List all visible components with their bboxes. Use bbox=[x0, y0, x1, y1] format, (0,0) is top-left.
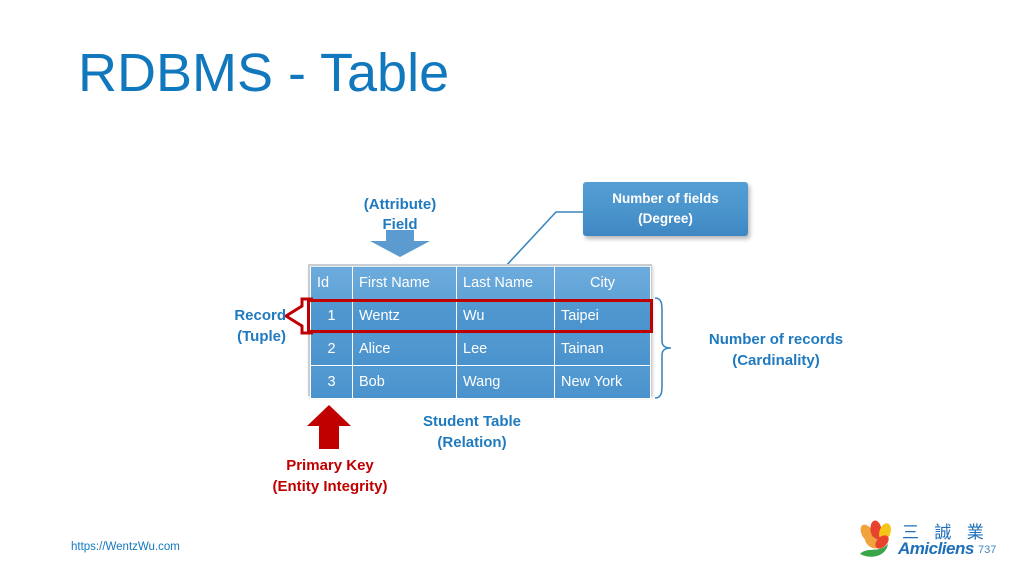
relation-label-line1: Student Table bbox=[422, 413, 522, 430]
cell-last-name: Lee bbox=[456, 332, 555, 366]
attribute-label-line2: Field bbox=[382, 216, 418, 234]
page-title: RDBMS - Table bbox=[78, 43, 450, 103]
column-header-city: City bbox=[554, 266, 651, 300]
column-header-first-name: First Name bbox=[352, 266, 457, 300]
cell-first-name: Wentz bbox=[352, 299, 457, 333]
arrow-down-icon bbox=[370, 230, 430, 257]
record-label-line1: Record bbox=[234, 307, 286, 324]
record-label-line2: (Tuple) bbox=[237, 328, 286, 345]
cell-city: New York bbox=[554, 365, 651, 399]
student-table: Id First Name Last Name City 1 Wentz Wu … bbox=[308, 264, 652, 399]
cell-id: 2 bbox=[310, 332, 353, 366]
table-header-row: Id First Name Last Name City bbox=[310, 266, 651, 300]
flower-logo-icon bbox=[860, 520, 891, 557]
attribute-field-label: (Attribute) Field bbox=[330, 195, 470, 236]
column-header-id: Id bbox=[310, 266, 353, 300]
footer-url-link[interactable]: https://WentzWu.com bbox=[71, 541, 180, 553]
degree-callout-line1: Number of fields bbox=[612, 191, 719, 207]
page-number: 737 bbox=[978, 544, 997, 556]
primary-key-line1: Primary Key bbox=[286, 457, 374, 474]
primary-key-line2: (Entity Integrity) bbox=[272, 478, 388, 495]
degree-connector-line bbox=[503, 211, 594, 269]
cell-first-name: Bob bbox=[352, 365, 457, 399]
cell-last-name: Wu bbox=[456, 299, 555, 333]
cell-city: Tainan bbox=[554, 332, 651, 366]
degree-callout-box[interactable]: Number of fields (Degree) bbox=[583, 182, 748, 236]
relation-label: Student Table (Relation) bbox=[380, 411, 564, 453]
column-header-last-name: Last Name bbox=[456, 266, 555, 300]
arrow-up-icon bbox=[307, 405, 351, 449]
attribute-label-line1: (Attribute) bbox=[363, 196, 437, 213]
table-row: 2 Alice Lee Tainan bbox=[310, 332, 651, 366]
cardinality-brace-icon bbox=[654, 297, 672, 399]
relation-label-line2: (Relation) bbox=[437, 434, 507, 451]
cardinality-label: Number of records (Cardinality) bbox=[676, 329, 876, 371]
primary-key-label: Primary Key (Entity Integrity) bbox=[236, 455, 424, 497]
cardinality-label-line2: (Cardinality) bbox=[732, 352, 820, 369]
logo-english-text: Amicliens bbox=[898, 539, 974, 558]
table-row: 3 Bob Wang New York bbox=[310, 365, 651, 399]
cell-first-name: Alice bbox=[352, 332, 457, 366]
table-row: 1 Wentz Wu Taipei bbox=[310, 299, 651, 333]
cell-last-name: Wang bbox=[456, 365, 555, 399]
record-arrow-left-icon bbox=[284, 297, 313, 335]
logo-chinese-text: 三 誠 業 bbox=[902, 523, 989, 543]
brand-logo: 三 誠 業 Amicliens bbox=[858, 516, 984, 566]
cardinality-label-line1: Number of records bbox=[708, 331, 844, 348]
cell-id: 1 bbox=[310, 299, 353, 333]
degree-callout-line2: (Degree) bbox=[638, 211, 693, 226]
record-tuple-label: Record (Tuple) bbox=[196, 305, 286, 347]
cell-id: 3 bbox=[310, 365, 353, 399]
cell-city: Taipei bbox=[554, 299, 651, 333]
